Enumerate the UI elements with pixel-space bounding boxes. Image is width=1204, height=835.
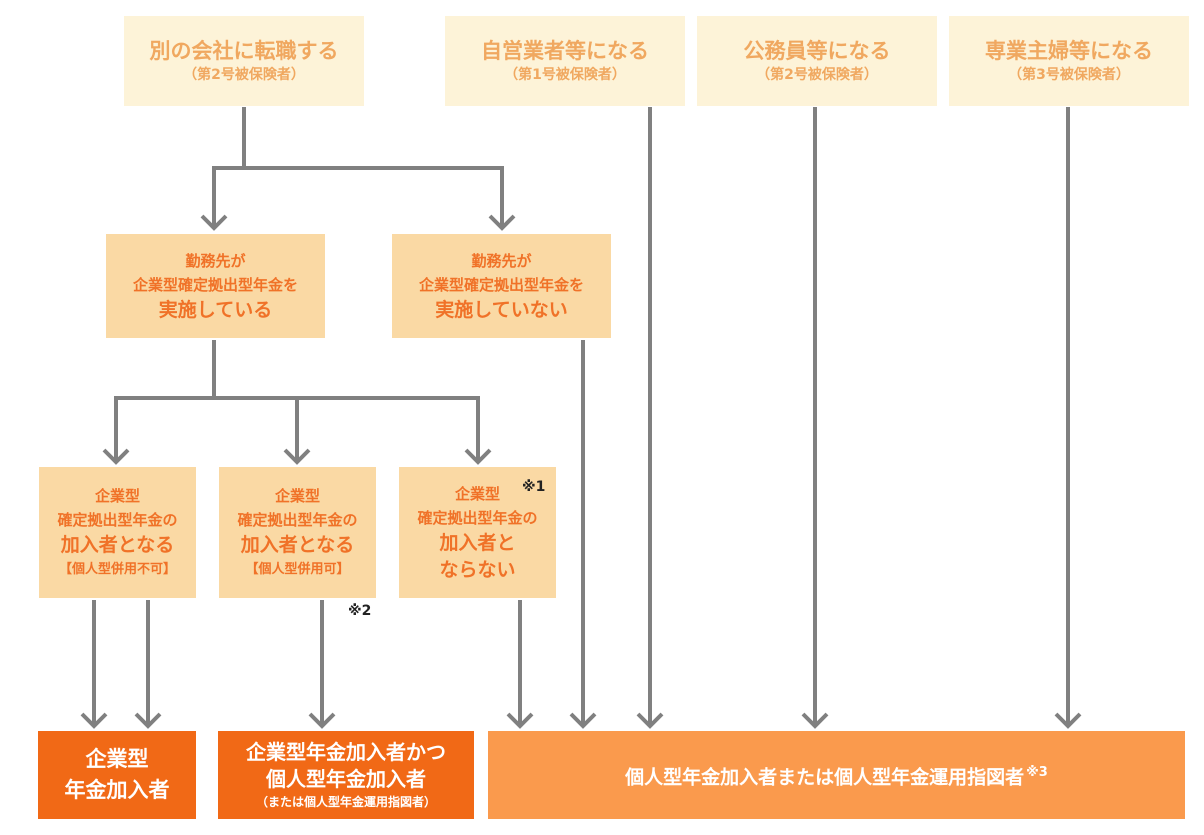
box-member-not-member-line1: 企業型: [454, 484, 500, 503]
box-member-not-member-line2: 確定拠出型年金の: [417, 508, 538, 527]
result-individual-text: 個人型年金加入者または個人型年金運用指図者: [625, 766, 1025, 789]
box-homemaker-title: 専業主婦等になる: [985, 39, 1153, 63]
box-member-no-ideco: 企業型 確定拠出型年金の 加入者となる 【個人型併用不可】: [39, 467, 196, 598]
box-employer-has-dc-line3: 実施している: [158, 298, 273, 321]
arrow-head: [80, 712, 108, 729]
arrow-head: [488, 214, 516, 231]
connector-has-dc: [114, 340, 216, 462]
arrow-head: [308, 712, 336, 729]
box-member-no-ideco-line4: 【個人型併用不可】: [58, 562, 176, 577]
box-member-not-member: 企業型 確定拠出型年金の 加入者と ならない: [399, 467, 556, 598]
box-job-change-sub: （第2号被保険者）: [183, 67, 305, 83]
box-job-change: 別の会社に転職する （第2号被保険者）: [124, 16, 364, 106]
box-employer-no-dc: 勤務先が 企業型確定拠出型年金を 実施していない: [392, 234, 611, 338]
box-member-with-ideco-line3: 加入者となる: [240, 534, 355, 556]
box-homemaker: 専業主婦等になる （第3号被保険者）: [949, 16, 1189, 106]
box-member-with-ideco: 企業型 確定拠出型年金の 加入者となる 【個人型併用可】: [219, 467, 376, 598]
box-employer-no-dc-line2: 企業型確定拠出型年金を: [418, 275, 584, 294]
box-employer-no-dc-line3: 実施していない: [435, 298, 568, 321]
box-member-with-ideco-line1: 企業型: [274, 487, 320, 505]
box-civil-servant: 公務員等になる （第2号被保険者）: [697, 16, 937, 106]
arrow-head: [636, 712, 664, 729]
result-both-line2: 個人型年金加入者: [266, 767, 426, 791]
box-employer-has-dc-line2: 企業型確定拠出型年金を: [132, 275, 298, 294]
arrow-head: [801, 712, 829, 729]
note-1: ※1: [522, 479, 546, 495]
note-2: ※2: [348, 603, 372, 619]
result-both-line1: 企業型年金加入者かつ: [246, 740, 446, 764]
connector-job-change: [212, 107, 246, 228]
box-job-change-title: 別の会社に転職する: [149, 39, 339, 63]
result-corporate-line1: 企業型: [85, 747, 149, 771]
arrow-head: [1054, 712, 1082, 729]
arrow-head: [134, 712, 162, 729]
box-member-with-ideco-line2: 確定拠出型年金の: [237, 511, 358, 529]
box-employer-has-dc-line1: 勤務先が: [185, 251, 246, 270]
box-employer-no-dc-line1: 勤務先が: [471, 251, 532, 270]
result-individual: 個人型年金加入者または個人型年金運用指図者※3: [488, 731, 1185, 819]
box-self-employed-sub: （第1号被保険者）: [504, 67, 626, 83]
result-both-line3: （または個人型年金運用指図者）: [255, 795, 436, 809]
arrow-head: [464, 448, 492, 465]
box-member-not-member-line4: ならない: [439, 558, 516, 581]
box-member-no-ideco-line3: 加入者となる: [60, 534, 175, 556]
result-corporate-line2: 年金加入者: [64, 778, 170, 802]
box-member-no-ideco-line2: 確定拠出型年金の: [57, 511, 178, 529]
box-member-not-member-line3: 加入者と: [439, 531, 516, 554]
box-self-employed: 自営業者等になる （第1号被保険者）: [445, 16, 685, 106]
arrow-head: [506, 712, 534, 729]
connector-has-dc-mid: [116, 396, 480, 462]
connector-job-change-right: [244, 166, 504, 228]
arrow-head: [102, 448, 130, 465]
arrow-head: [569, 712, 597, 729]
box-member-with-ideco-line4: 【個人型併用可】: [245, 562, 350, 577]
box-employer-has-dc: 勤務先が 企業型確定拠出型年金を 実施している: [106, 234, 325, 338]
arrow-head: [283, 448, 311, 465]
result-both: 企業型年金加入者かつ 個人型年金加入者 （または個人型年金運用指図者）: [218, 731, 474, 819]
result-individual-line: 個人型年金加入者または個人型年金運用指図者※3: [625, 759, 1048, 791]
box-member-no-ideco-line1: 企業型: [94, 487, 140, 505]
note-3: ※3: [1026, 764, 1048, 780]
result-corporate: 企業型 年金加入者: [38, 731, 196, 819]
box-homemaker-sub: （第3号被保険者）: [1008, 67, 1130, 83]
box-civil-servant-sub: （第2号被保険者）: [756, 67, 878, 83]
box-self-employed-title: 自営業者等になる: [481, 39, 649, 63]
box-civil-servant-title: 公務員等になる: [743, 39, 891, 63]
arrow-head: [200, 214, 228, 231]
